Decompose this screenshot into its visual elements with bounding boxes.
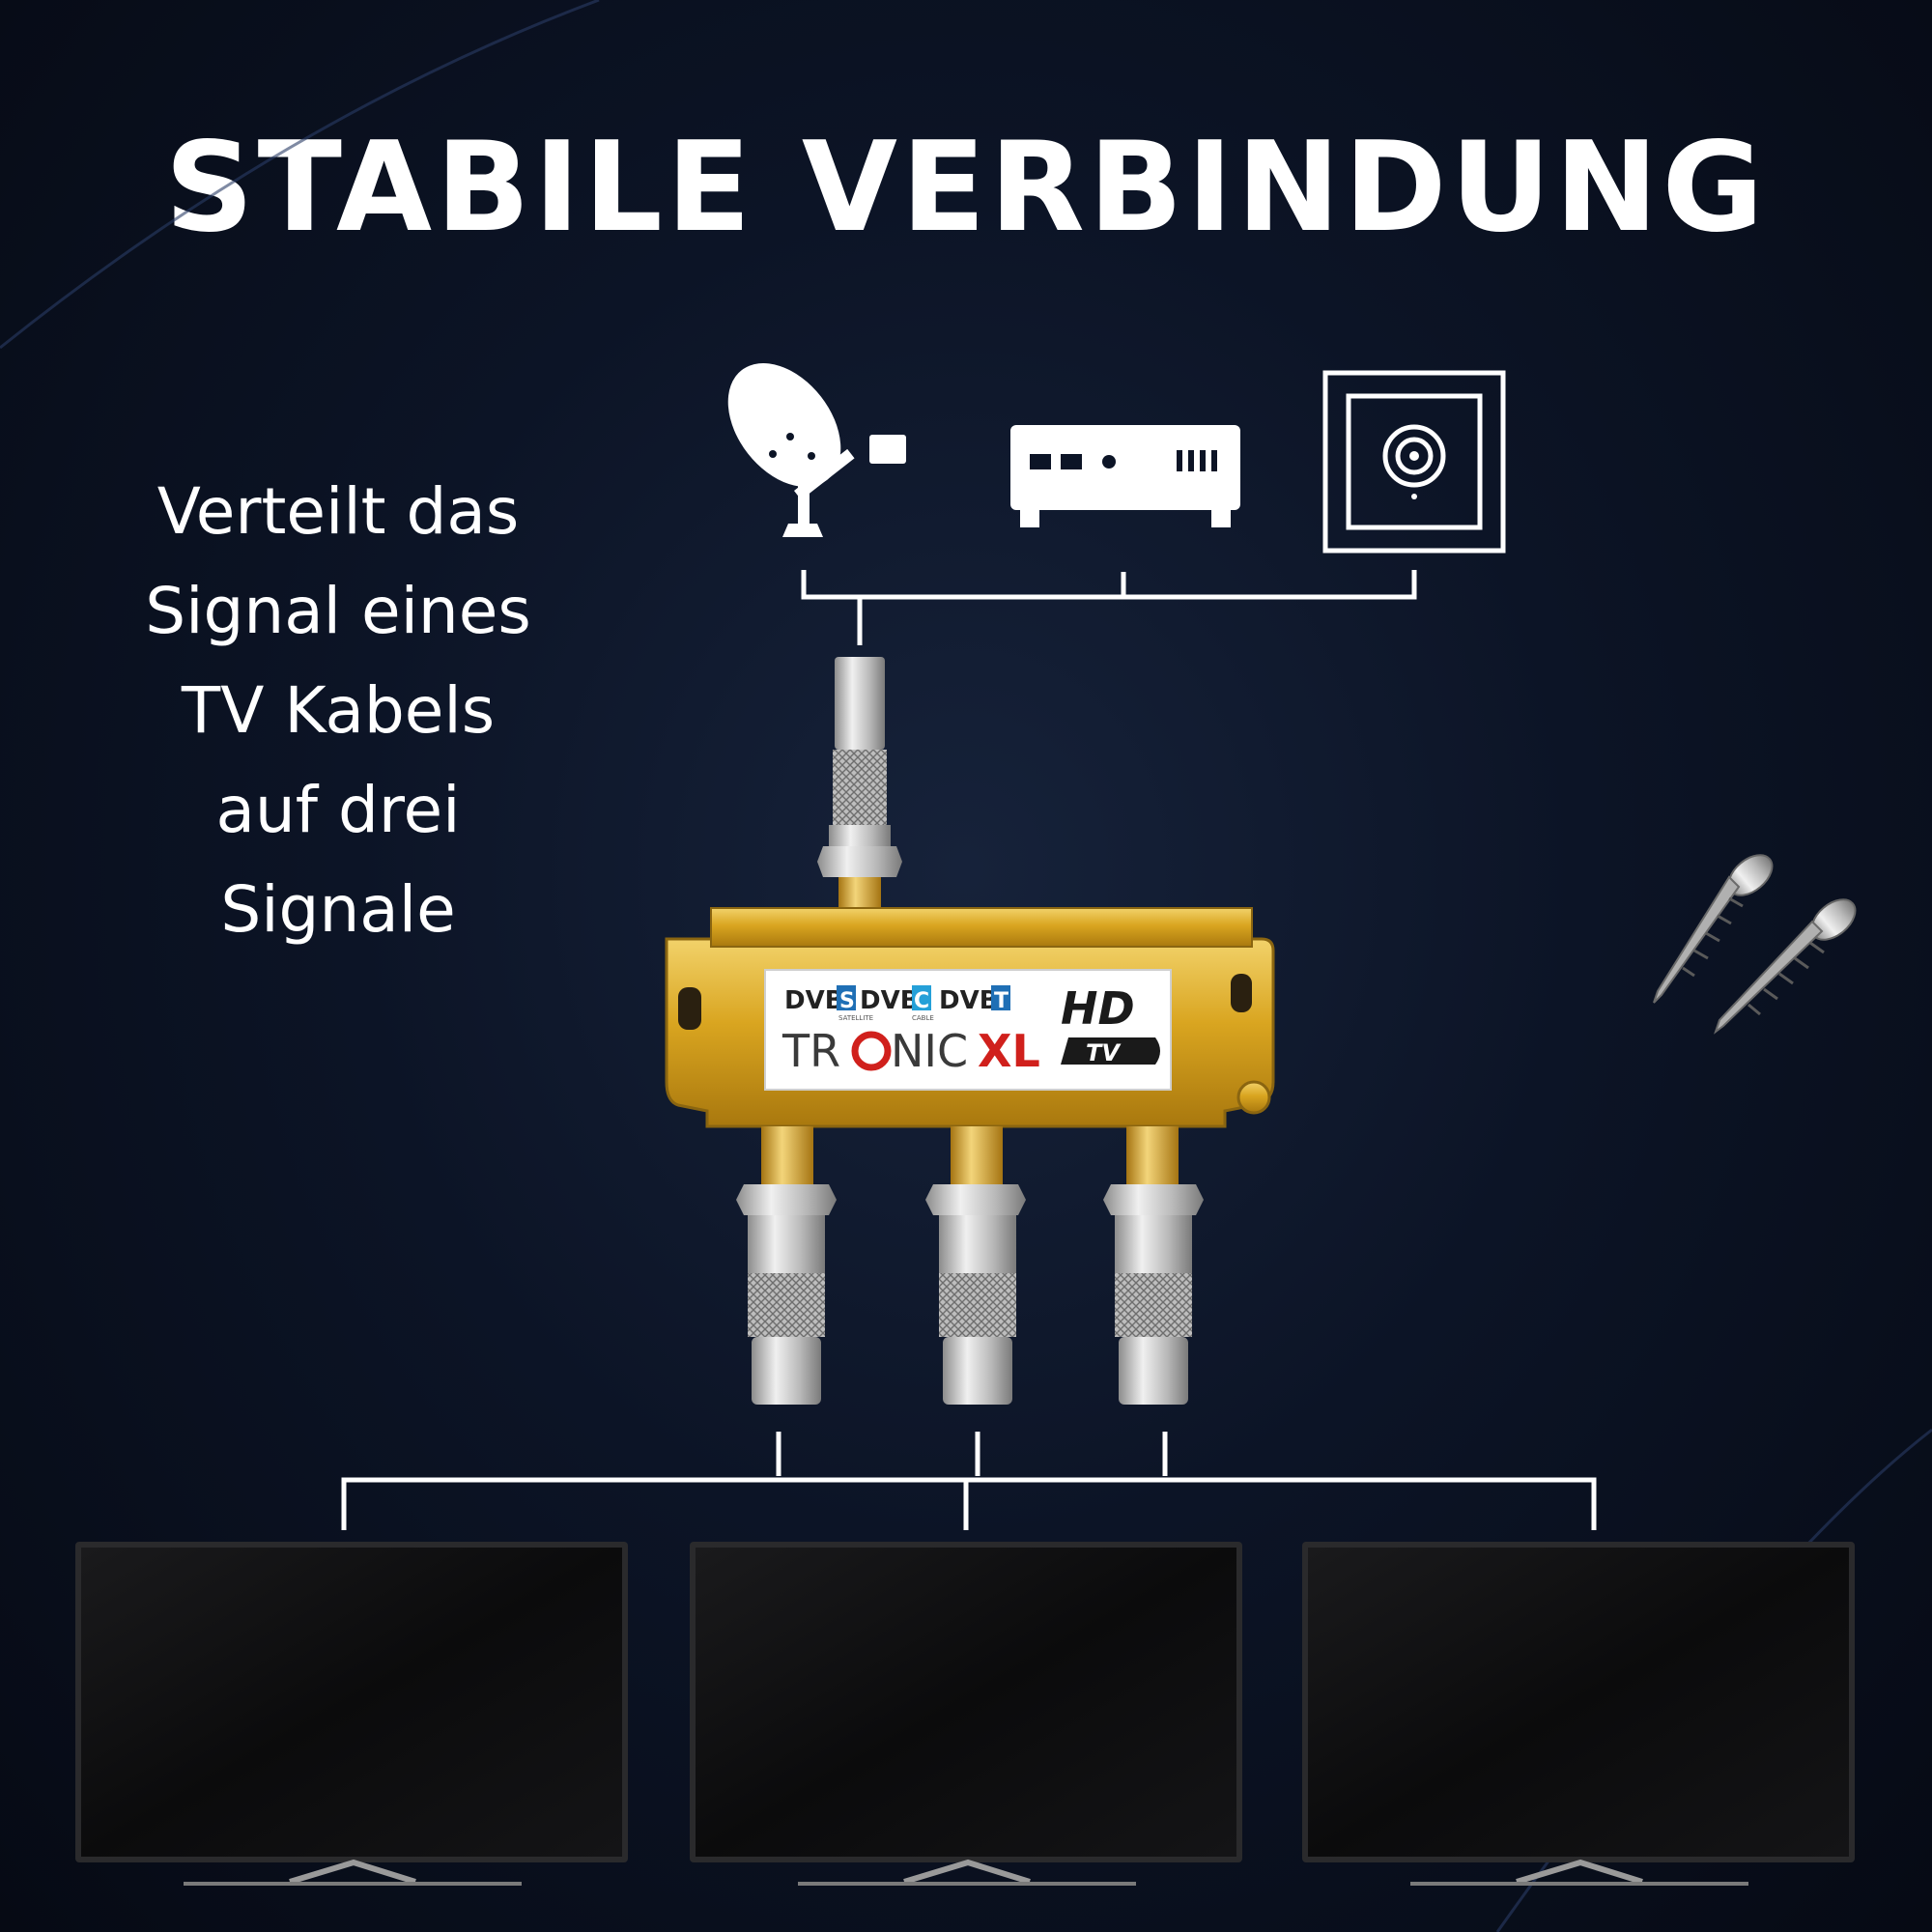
svg-text:C: C [914,989,929,1013]
output-f-connector-2 [925,1126,1026,1405]
headline: STABILE VERBINDUNG [164,116,1768,260]
svg-text:XL: XL [978,1025,1040,1077]
hd-tv-logo: HD TV [1061,982,1160,1066]
dvb-t-badge: DVB T [939,985,1010,1015]
svg-text:DVB: DVB [860,986,920,1015]
wall-socket-icon [1322,370,1506,554]
svg-text:TR: TR [781,1025,840,1077]
receiver-box-icon [1010,425,1240,527]
svg-text:CABLE: CABLE [912,1014,934,1022]
svg-text:SATELLITE: SATELLITE [838,1014,873,1022]
input-connector-lines [801,570,1417,645]
svg-text:DVB: DVB [939,986,999,1015]
description-line-2: Signal eines [145,574,531,648]
product-label: DVB S SATELLITE DVB C CABLE DVB T TR NIC… [764,969,1172,1091]
screw-1 [1653,854,1774,1004]
output-connector-lines [341,1432,1597,1530]
output-f-connector-3 [1103,1126,1204,1405]
tv-3 [1302,1542,1855,1886]
description-line-5: Signale [220,872,456,947]
tv-2 [690,1542,1242,1886]
svg-text:T: T [994,989,1009,1013]
svg-text:S: S [839,989,855,1013]
svg-text:DVB: DVB [784,986,844,1015]
svg-text:NIC: NIC [891,1025,968,1077]
dvb-c-badge: DVB C CABLE [860,985,934,1022]
dvb-s-badge: DVB S SATELLITE [784,985,873,1022]
description-line-1: Verteilt das [156,474,520,549]
svg-text:TV: TV [1086,1039,1122,1066]
input-f-connector [817,657,902,935]
brand-logo: TR NIC XL [781,1025,1040,1077]
svg-text:HD: HD [1061,982,1135,1035]
screw-2 [1714,898,1857,1035]
description-line-3: TV Kabels [181,673,496,748]
tv-1 [75,1542,628,1886]
description-text: Verteilt das Signal eines TV Kabels auf … [77,462,599,959]
output-f-connector-1 [736,1126,837,1405]
satellite-dish-icon [727,363,906,537]
bg-swoosh [0,0,600,350]
description-line-4: auf drei [215,773,461,847]
